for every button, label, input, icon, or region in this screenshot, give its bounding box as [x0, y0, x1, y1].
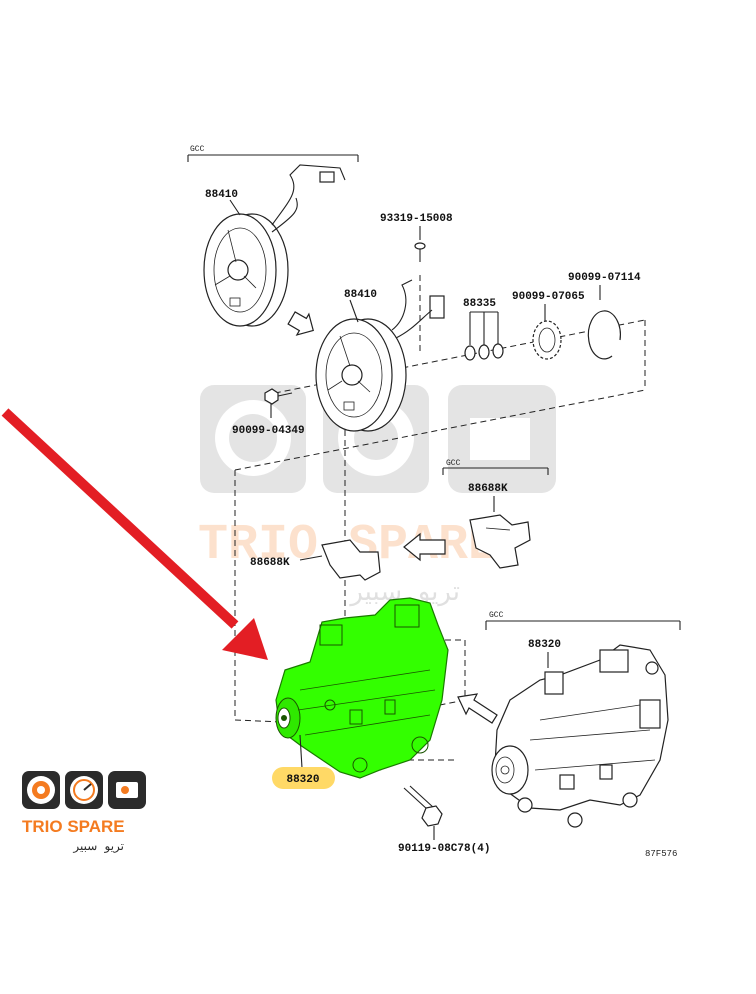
- clutch-pulley: 88410: [315, 279, 445, 432]
- compressor-highlighted: [275, 597, 449, 779]
- compressor-gcc: [491, 644, 669, 828]
- gcc-label-right: GCC: [489, 611, 504, 620]
- part-number-90099-07114: 90099-07114: [568, 272, 641, 284]
- compressor-fill: [275, 597, 449, 779]
- arrow-pulley: [287, 311, 314, 336]
- figure-code: 87F576: [645, 849, 677, 859]
- brand-name: TRIO SPARE: [22, 817, 125, 836]
- part-number-88688k-b: 88688K: [250, 557, 290, 569]
- snap-ring-90099-07065: 90099-07065: [512, 291, 585, 360]
- arrow-bracket: [403, 532, 446, 562]
- screw-93319: 93319-15008: [380, 213, 453, 262]
- part-number-90099-07065: 90099-07065: [512, 291, 585, 303]
- red-arrow: [1, 408, 268, 660]
- gcc-bracket-right: GCC 88320: [485, 611, 681, 668]
- part-number-93319: 93319-15008: [380, 213, 453, 225]
- clutch-pulley-gcc: 88410: [203, 164, 346, 327]
- leader-lines: [234, 275, 646, 761]
- part-number-90119: 90119-08C78(4): [398, 843, 490, 855]
- gcc-label-top: GCC: [190, 145, 205, 154]
- arrow-compressor: [457, 693, 498, 724]
- part-number-90099-04349: 90099-04349: [232, 425, 305, 437]
- bolt-90119: 90119-08C78(4): [398, 785, 490, 855]
- bolt-90099-04349: 90099-04349: [232, 388, 305, 437]
- gcc-bracket-mid: GCC 88688K: [442, 459, 549, 569]
- part-number-88410-a: 88410: [205, 189, 238, 201]
- part-number-88320-a: 88320: [286, 774, 319, 786]
- part-number-88335: 88335: [463, 298, 496, 310]
- part-number-88410-b: 88410: [344, 289, 377, 301]
- snap-ring-90099-07114: 90099-07114: [568, 272, 641, 360]
- gcc-bracket-top: GCC: [187, 145, 359, 162]
- bracket-88688k: 88688K: [250, 539, 381, 581]
- brand-arabic: تريو سبير: [72, 840, 124, 854]
- brand-logo: TRIO SPARE تريو سبير: [22, 771, 146, 854]
- shims-88335: 88335: [463, 298, 504, 361]
- part-number-88320-b: 88320: [528, 639, 561, 651]
- callout-88320: 88320: [272, 734, 335, 789]
- gcc-label-mid: GCC: [446, 459, 461, 468]
- part-number-88688k-a: 88688K: [468, 483, 508, 495]
